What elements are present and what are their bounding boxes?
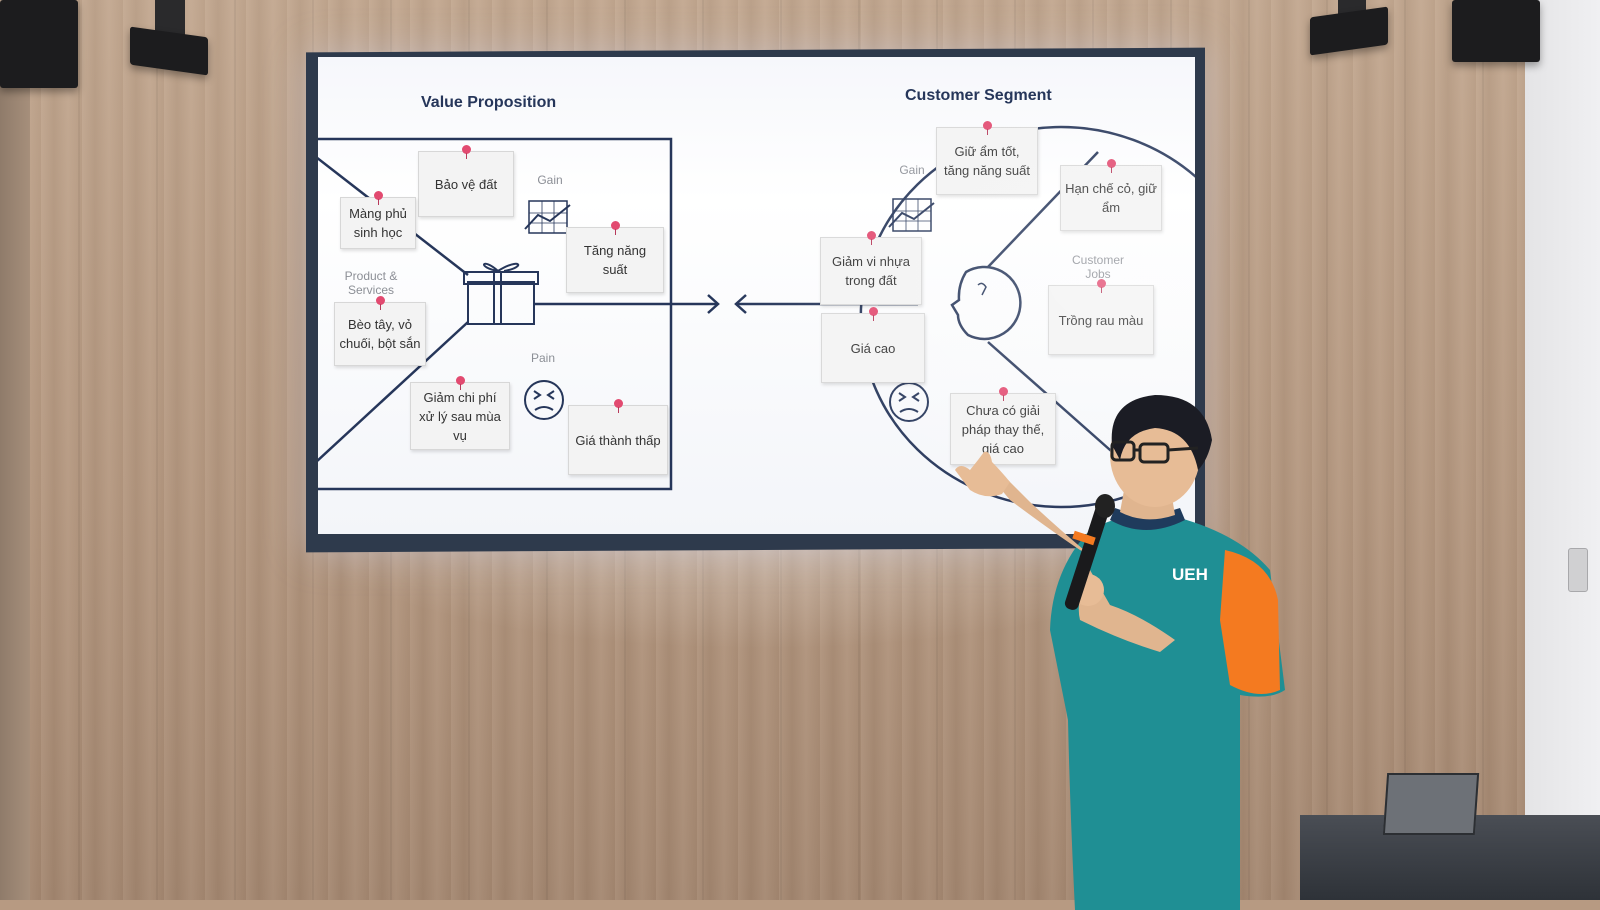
cs-note-chua-co-giai-phap: Chưa có giải pháp thay thế, giá cao [950, 387, 1056, 465]
vp-gain-label: Gain [537, 173, 563, 187]
cs-note-gia-cao: Giá cao [821, 307, 925, 383]
shirt-sleeve-orange [1220, 550, 1280, 694]
vp-pain-label: Pain [530, 351, 556, 365]
vp-products-label: Product & Services [344, 269, 398, 297]
left-wall [0, 80, 30, 900]
value-proposition-title: Value Proposition [421, 94, 557, 111]
raised-hand [955, 451, 1010, 497]
shirt-logo-text: UEH [1172, 565, 1208, 584]
speaker-top-right [1452, 0, 1540, 62]
laptop [1382, 773, 1480, 835]
hair [1111, 395, 1212, 470]
gain-chart-icon-left [524, 200, 571, 234]
vp-note-beo-tay: Bèo tây, vỏ chuối, bột sắn [334, 296, 426, 366]
customer-segment-title: Customer Segment [905, 87, 1052, 104]
speaker-top-left [0, 0, 78, 88]
cs-note-trong-rau-mau: Trồng rau màu [1048, 279, 1154, 355]
raised-arm [994, 473, 1090, 555]
vp-note-tang-nang-suat: Tăng năng suất [566, 221, 664, 293]
cs-gain-label: Gain [899, 163, 925, 177]
cs-note-giu-am-tot: Giữ ẩm tốt, tăng năng suất [936, 121, 1038, 195]
right-wall [1525, 0, 1600, 900]
arrow-right [707, 294, 720, 314]
vp-note-gia-thanh-thap: Giá thành thấp [568, 399, 668, 475]
presenter: UEH [955, 395, 1285, 910]
vp-note-bao-ve-dat: Bảo vệ đất [418, 145, 514, 217]
customer-face-icon [950, 265, 1022, 341]
cs-jobs-label: Customer Jobs [1071, 253, 1124, 281]
microphone-icon [1064, 504, 1110, 610]
microphone-band [1072, 530, 1096, 546]
gain-chart-icon-right [888, 198, 935, 232]
cs-note-han-che-co: Hạn chế cỏ, giữ ẩm [1060, 159, 1162, 231]
cs-note-giam-vi-nhua: Giảm vi nhựa trong đất [820, 231, 922, 305]
microphone-head [1095, 494, 1115, 518]
gift-icon [463, 262, 539, 325]
vp-note-mang-phu: Màng phủ sinh học [340, 191, 416, 249]
pain-face-icon-left [524, 380, 564, 420]
glasses-icon [1110, 440, 1199, 464]
wall-outlet [1568, 548, 1588, 592]
vp-note-giam-chi-phi: Giảm chi phí xử lý sau mùa vụ [410, 376, 510, 450]
holding-arm [1078, 570, 1175, 652]
value-map-diagonal-bottom [318, 321, 469, 462]
value-map-square [318, 137, 673, 491]
pain-face-icon-right [889, 382, 929, 422]
